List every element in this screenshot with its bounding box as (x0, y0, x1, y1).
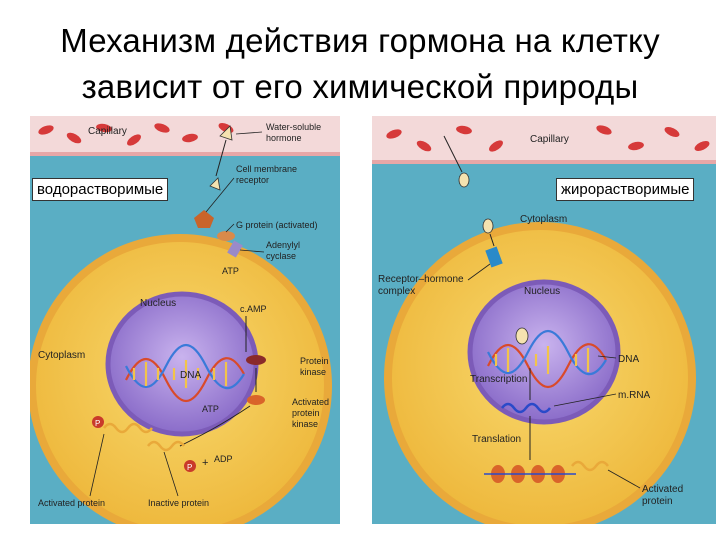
rhc-label-2: complex (378, 286, 415, 297)
g-protein-label: G protein (activated) (236, 220, 318, 230)
activated-protein-label: Activated protein (38, 498, 105, 508)
panel-edge (340, 116, 344, 524)
capillary-label: Capillary (88, 126, 127, 137)
adenylyl-cyclase (227, 240, 243, 258)
dna-helix (125, 344, 245, 402)
hormone-path-arrow (215, 139, 227, 177)
cytoplasm-label: Cytoplasm (520, 214, 567, 225)
hormone-at-dna (515, 327, 529, 345)
receptor-leader (205, 177, 235, 213)
nucleus-label: Nucleus (140, 298, 176, 309)
hormone-label-1: Water-soluble (266, 122, 321, 132)
receptor-label-2: receptor (236, 175, 269, 185)
mrna-strand (501, 402, 551, 414)
ribosomes (484, 465, 576, 483)
phosphate-1-label: P (95, 419, 100, 428)
apk-label-1: Activated (292, 397, 329, 407)
hormone-in-cytoplasm (482, 218, 494, 234)
phosphate-2-label: P (187, 463, 192, 472)
hormone-label-2: hormone (266, 133, 302, 143)
dna-label: DNA (618, 354, 639, 365)
red-blood-cells (386, 125, 710, 152)
g-protein (217, 231, 235, 241)
capillary-label: Capillary (530, 134, 569, 145)
ap-leader (607, 469, 641, 489)
mrna-label: m.RNA (618, 390, 651, 401)
activated-protein-kinase (247, 395, 265, 405)
transcription-label: Transcription (470, 374, 527, 385)
nucleus (105, 291, 259, 437)
capillary (372, 116, 716, 162)
dna-label: DNA (180, 370, 201, 381)
receptor-label-1: Cell membrane (236, 164, 297, 174)
hormone-entry-arrow (489, 233, 495, 247)
rhc-label-1: Receptor–hormone (378, 274, 464, 285)
hormone-molecule (219, 125, 233, 141)
adenylyl-label-1: Adenylyl (266, 240, 300, 250)
cytoplasm-label: Cytoplasm (38, 350, 85, 361)
adenylyl-label-2: cyclase (266, 251, 296, 261)
adp-label: ADP (214, 454, 233, 464)
lipid-soluble-type-box: жирорастворимые (556, 178, 695, 201)
hormone-molecule-moving (209, 177, 221, 191)
inactive-protein-label: Inactive protein (148, 498, 209, 508)
dna-helix (487, 330, 607, 388)
pk-label-2: kinase (300, 367, 326, 377)
atp-mid-label: ATP (202, 404, 219, 414)
slide-title: Механизм действия гормона на клетку зави… (0, 0, 720, 110)
phosphorylation-arrow (179, 405, 251, 447)
apk-label-2: protein (292, 408, 320, 418)
water-soluble-svg: Capillary Water-soluble hormone Nucleus … (28, 116, 344, 538)
apk-label-3: kinase (292, 419, 318, 429)
atp-top-label: ATP (222, 266, 239, 276)
title-line-2: зависит от его химической природы (81, 68, 639, 105)
rhc-leader (467, 263, 491, 281)
activated-protein-strand (571, 460, 609, 472)
protein-kinase (246, 355, 266, 365)
camp-label: c.AMP (240, 304, 267, 314)
water-soluble-diagram: Capillary Water-soluble hormone Nucleus … (28, 116, 344, 538)
inactive-protein-leader (163, 451, 179, 497)
pk-label-1: Protein (300, 356, 329, 366)
membrane-receptor (194, 210, 214, 228)
adenylyl-leader (239, 249, 265, 253)
activated-protein-strand (103, 422, 153, 434)
dna-leader (597, 355, 617, 359)
capillary-wall (30, 152, 344, 156)
hormone-leader (235, 131, 263, 135)
translation-label: Translation (472, 434, 521, 445)
receptor-hormone-complex (485, 246, 503, 268)
hormone-molecule (458, 172, 470, 188)
activated-protein-leader (89, 433, 105, 497)
plus-label: + (202, 457, 208, 469)
inactive-protein-strand (147, 440, 185, 452)
g-protein-leader (225, 223, 235, 233)
title-line-1: Механизм действия гормона на клетку (60, 22, 660, 59)
phosphate-1 (92, 416, 104, 428)
nucleus-label: Nucleus (524, 286, 560, 297)
hormone-path-arrow (443, 135, 463, 173)
mrna-leader (553, 393, 617, 407)
water-soluble-type-box: водорастворимые (32, 178, 169, 201)
phosphate-2 (184, 460, 196, 472)
ap-label-1: Activated (642, 484, 683, 495)
capillary-wall (372, 160, 716, 164)
ap-label-2: protein (642, 496, 673, 507)
nucleus (467, 279, 621, 425)
